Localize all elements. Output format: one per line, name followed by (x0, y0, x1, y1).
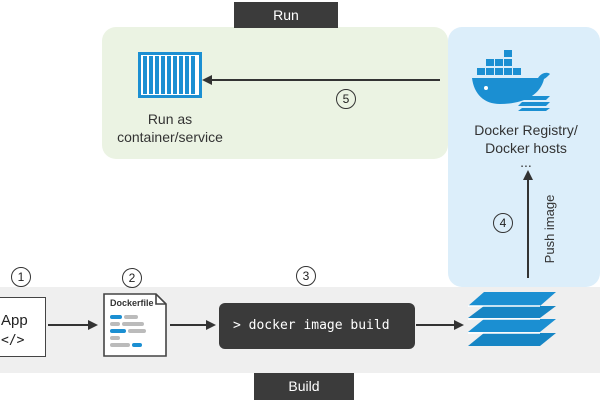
arrow-command-to-image (416, 320, 464, 330)
arrow-dockerfile-to-command (170, 320, 216, 330)
step-1-badge: 1 (11, 267, 31, 287)
image-layers-icon (468, 292, 556, 346)
dockerfile-title: Dockerfile (110, 298, 154, 308)
step-3-badge: 3 (296, 266, 316, 286)
run-arrow (202, 75, 440, 85)
code-tag-label: </> (1, 333, 25, 348)
shipping-container-icon (138, 52, 202, 98)
docker-whale-icon (472, 50, 550, 111)
run-label-line2: container/service (117, 129, 223, 145)
run-tab: Run (234, 2, 338, 28)
dockerfile-document-icon (103, 293, 167, 357)
step-5-badge: 5 (336, 89, 356, 109)
app-label: App (1, 312, 28, 329)
registry-ellipsis: ... (520, 154, 532, 170)
registry-region (448, 27, 600, 287)
run-label-line1: Run as (147, 111, 193, 127)
app-source-box: App </> (0, 297, 46, 357)
registry-label-line1: Docker Registry/ (474, 122, 578, 138)
push-arrow (523, 170, 533, 278)
arrow-app-to-dockerfile (48, 320, 98, 330)
step-2-badge: 2 (122, 268, 142, 288)
docker-build-command: > docker image build (219, 303, 415, 349)
registry-label-line2: Docker hosts (485, 140, 567, 156)
build-tab: Build (254, 373, 354, 400)
push-image-label: Push image (542, 194, 557, 264)
step-4-badge: 4 (493, 213, 513, 233)
